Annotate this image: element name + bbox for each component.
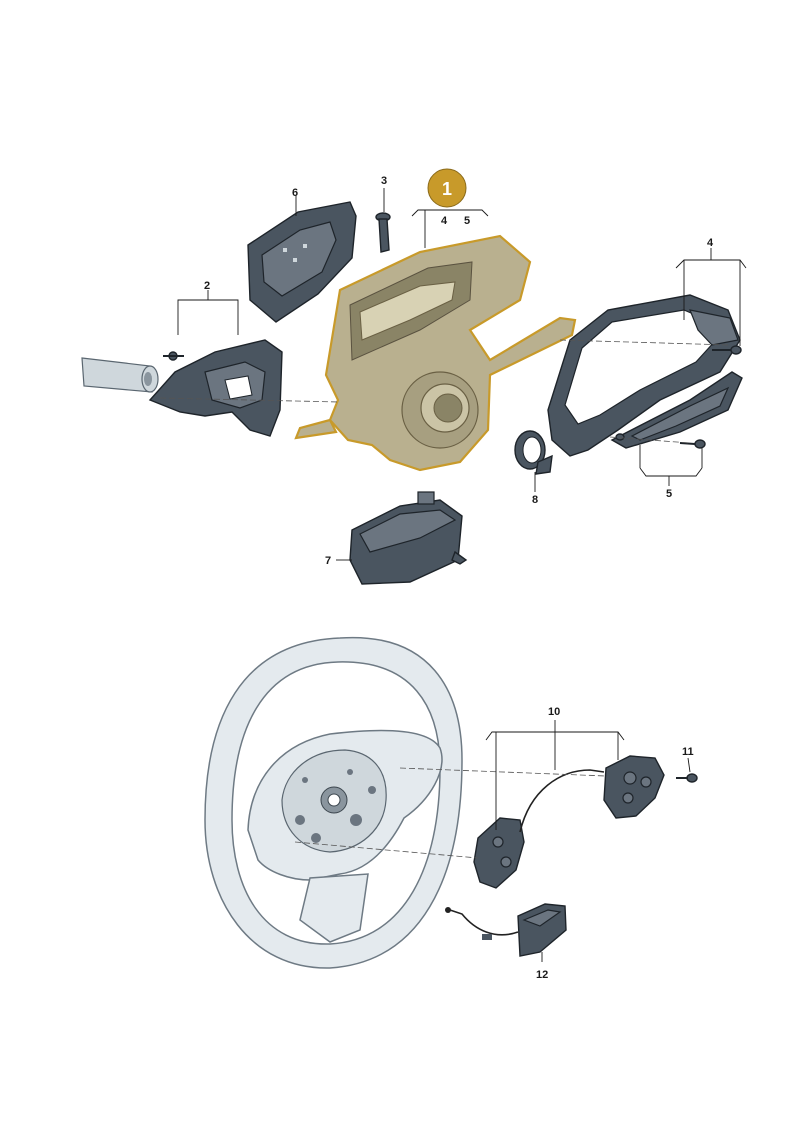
assembly-lines-lower — [294, 767, 607, 859]
trim-screws — [615, 345, 742, 449]
assembly-lines-upper — [159, 339, 731, 444]
part-3-screw[interactable] — [375, 212, 391, 253]
part-2-bracket[interactable] — [148, 339, 283, 437]
part-10-button-unit-left[interactable] — [473, 817, 525, 889]
badge-label-1: 1 — [442, 179, 452, 199]
part-8-ring[interactable] — [514, 430, 553, 475]
steering-column-shaft — [81, 357, 159, 393]
callout-7[interactable]: 7 — [325, 555, 331, 567]
callout-3[interactable]: 3 — [381, 175, 387, 187]
highlight-badge-1[interactable]: 1 — [427, 168, 467, 208]
part-1-column-switch-module[interactable] — [294, 234, 577, 472]
part-10-cable — [519, 769, 605, 833]
callout-labels: 2 3 4 5 4 5 6 7 8 10 11 12 — [204, 175, 714, 981]
callout-4b[interactable]: 4 — [707, 237, 714, 249]
steering-wheel[interactable] — [204, 636, 463, 969]
callout-6[interactable]: 6 — [292, 187, 298, 199]
callout-4a[interactable]: 4 — [441, 215, 448, 227]
part-6-cover[interactable] — [247, 201, 357, 323]
part-7-switch-block[interactable] — [349, 491, 468, 585]
part-4-upper-trim[interactable] — [547, 294, 741, 457]
part-10-button-unit-right[interactable] — [603, 755, 665, 819]
callout-5b[interactable]: 5 — [666, 488, 672, 500]
callout-8[interactable]: 8 — [532, 494, 538, 506]
callout-5a[interactable]: 5 — [464, 215, 470, 227]
callout-2[interactable]: 2 — [204, 280, 210, 292]
callout-12[interactable]: 12 — [536, 969, 548, 981]
part-5-lower-trim[interactable] — [610, 371, 743, 449]
callout-11[interactable]: 11 — [682, 746, 694, 758]
part-12-module[interactable] — [445, 903, 567, 957]
leader-lines — [177, 188, 747, 962]
callout-10[interactable]: 10 — [548, 706, 560, 718]
part-11-screw[interactable] — [676, 773, 698, 783]
